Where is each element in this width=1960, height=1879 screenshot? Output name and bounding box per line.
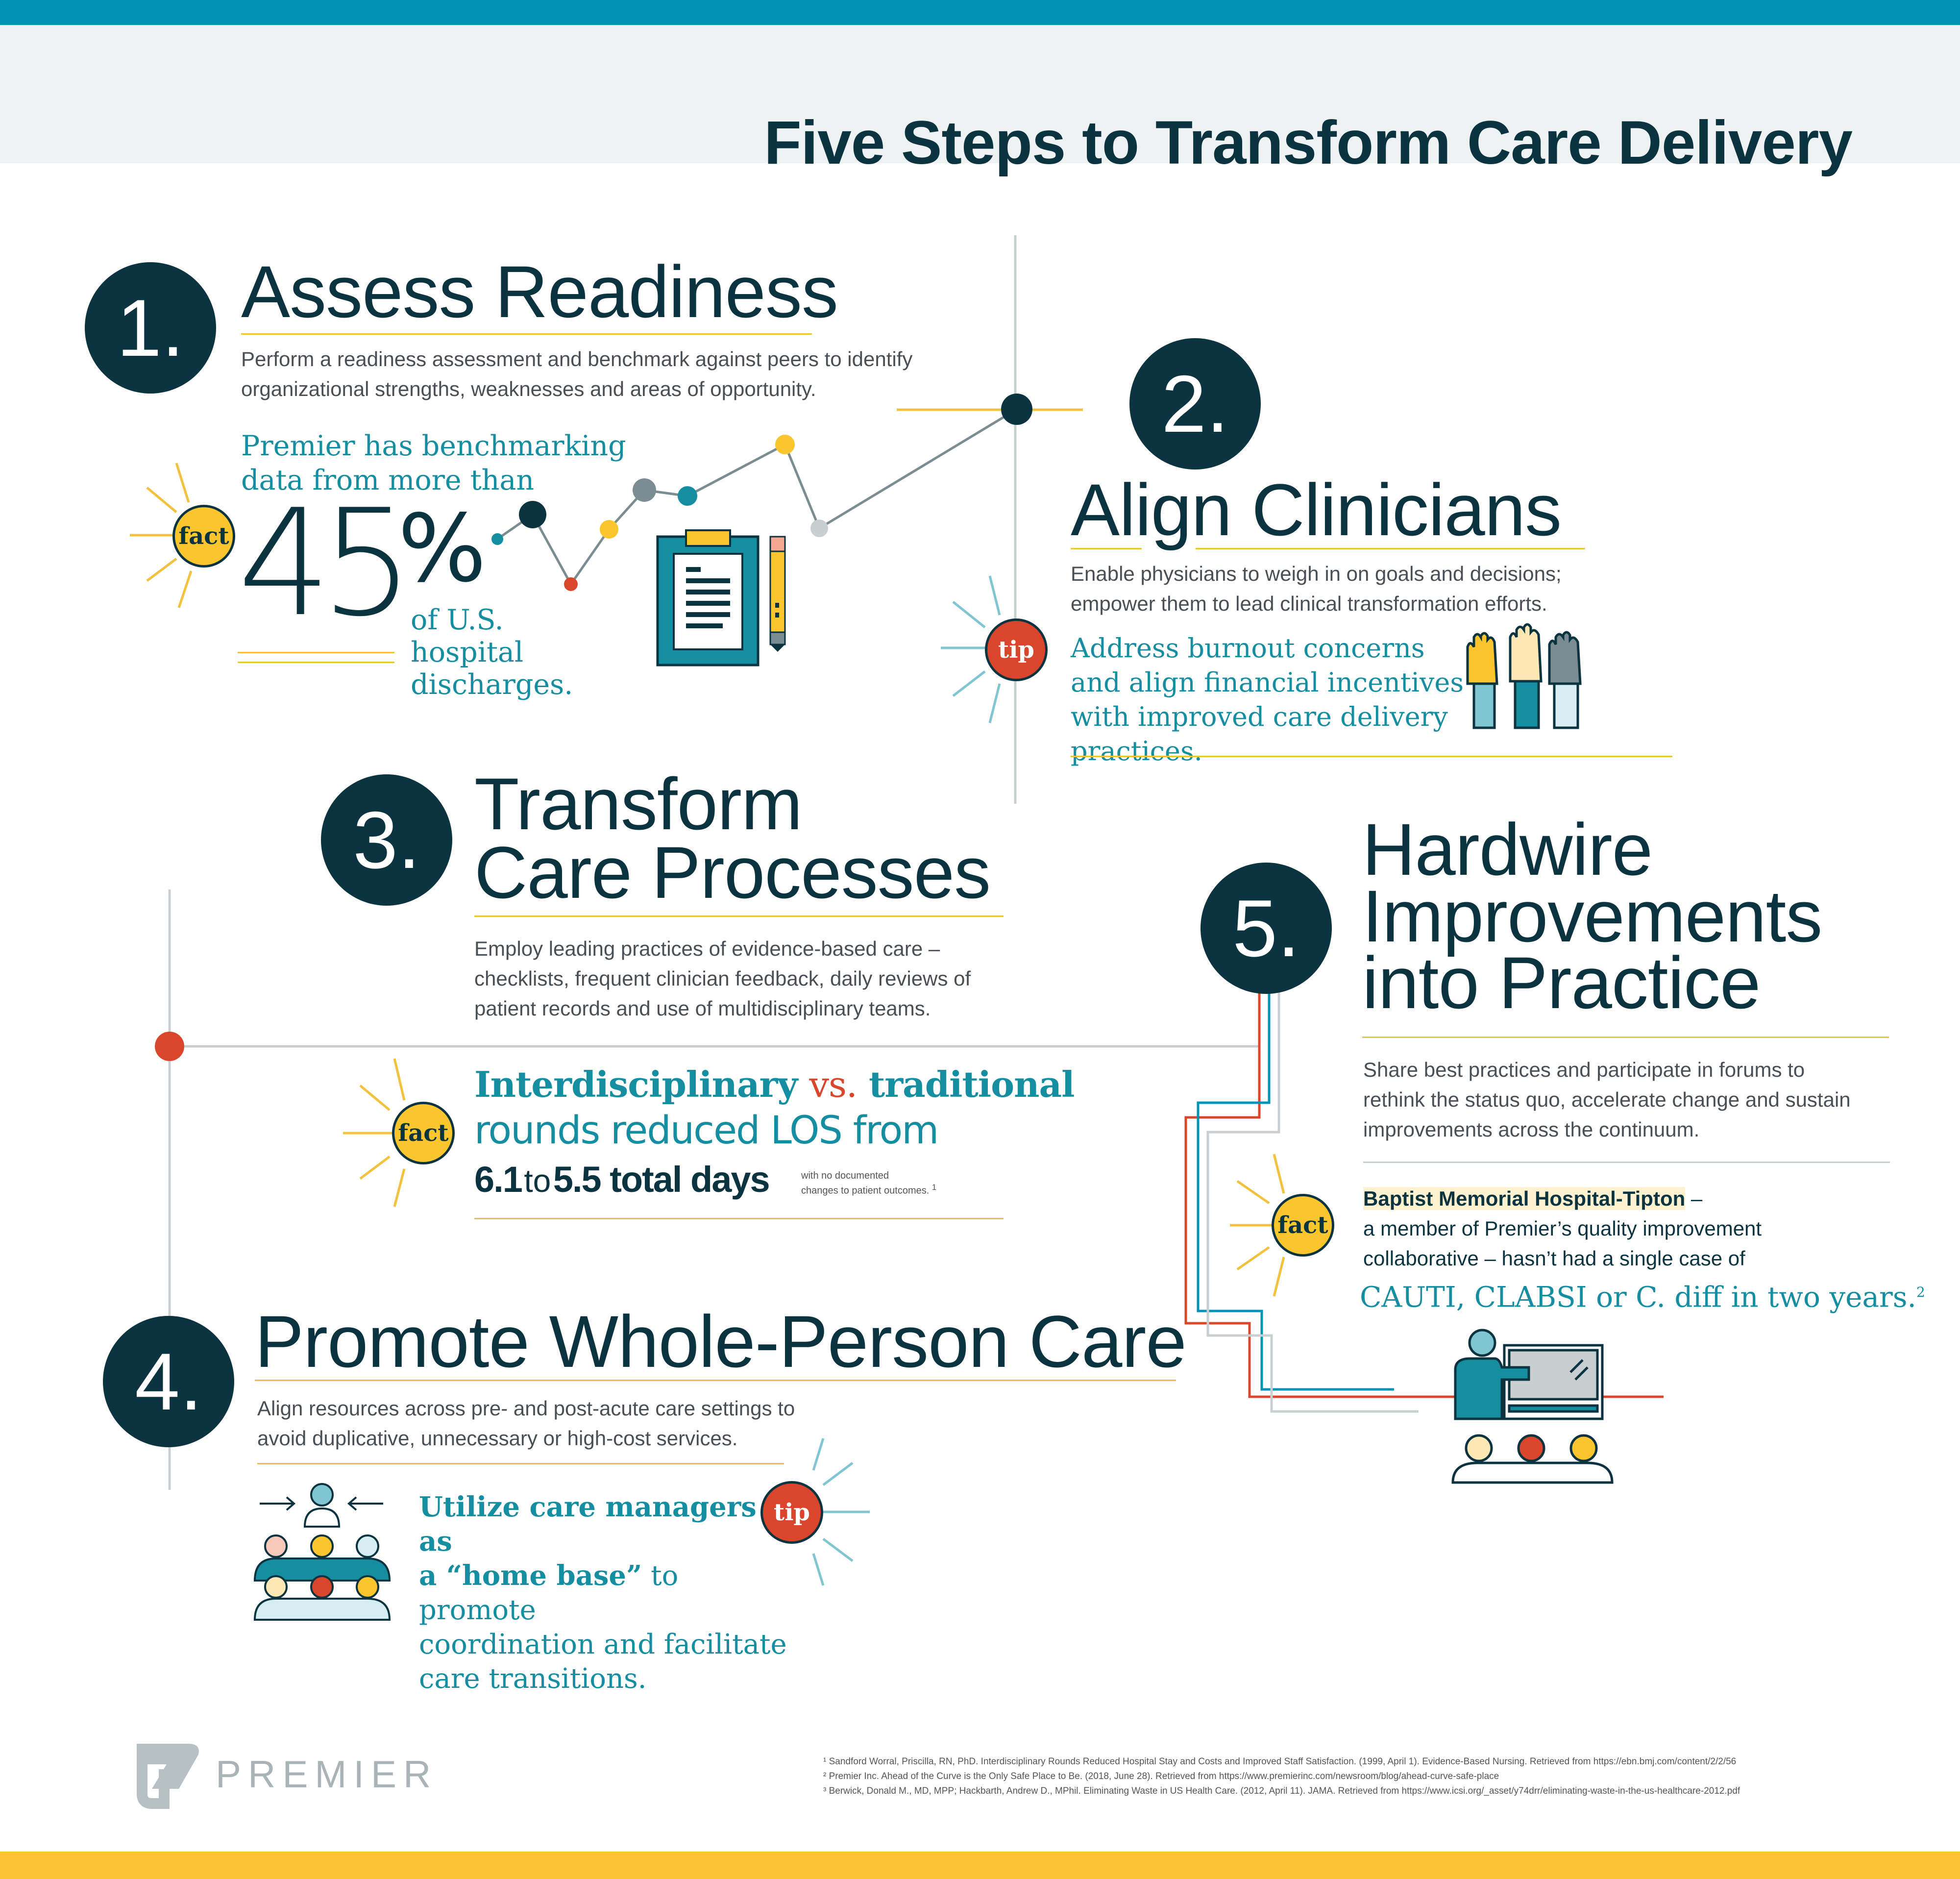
step-2-number: 2.: [1129, 338, 1261, 470]
step-5-rule: [1362, 1037, 1889, 1038]
step-3-number: 3.: [321, 774, 452, 906]
step-1-fact-intro: Premier has benchmarking data from more …: [241, 430, 626, 496]
header-band: [0, 25, 1960, 163]
step-1-fact-number: 45: [238, 490, 414, 637]
page-title: Five Steps to Transform Care Delivery: [764, 109, 1853, 177]
step-2-heading: Align Clinicians: [1071, 469, 1562, 551]
step-5-divider: [1363, 1162, 1890, 1163]
tip-line-b-rest: to promote: [419, 1560, 679, 1626]
step-1-heading: Assess Readiness: [241, 250, 838, 333]
step-1-fact-badge: fact: [172, 505, 235, 568]
step-5-fact-line4: CAUTI, CLABSI or C. diff in two years.2: [1360, 1273, 1925, 1316]
step-5-heading-line1: Hardwire: [1362, 808, 1653, 890]
fact-org: Baptist Memorial Hospital-Tipton: [1363, 1187, 1686, 1210]
fact-from-value: 6.1: [474, 1159, 523, 1200]
fact-vs: vs.: [809, 1064, 858, 1105]
step-3-heading-line1: Transform: [474, 763, 803, 845]
step-1-fact-unit: %: [398, 494, 487, 603]
step-1-rule: [241, 333, 812, 335]
step-4-tip-badge: tip: [760, 1481, 823, 1544]
tip-line-b-bold: a “home base”: [419, 1559, 642, 1592]
fact-traditional: traditional: [868, 1063, 1075, 1105]
step-5-heading-line2: Improvements: [1362, 875, 1822, 957]
step-5-fact-badge: fact: [1272, 1194, 1334, 1257]
step-5-number: 5.: [1200, 863, 1332, 994]
fact-line4-sup: 2: [1916, 1284, 1925, 1300]
fact-number-value: 45: [238, 478, 414, 649]
timeline-dot: [155, 1032, 184, 1061]
tip-line-a: Utilize care managers as: [419, 1491, 757, 1558]
step-3-fact-badge: fact: [392, 1102, 455, 1164]
step-2-tip: Address burnout concerns and align finan…: [1071, 633, 1464, 766]
step-3-rule: [474, 915, 1004, 917]
fact-note-line2: changes to patient outcomes.: [801, 1185, 930, 1196]
reference-1: ¹ Sandford Worral, Priscilla, RN, PhD. I…: [823, 1756, 1737, 1767]
step-1-body: Perform a readiness assessment and bench…: [241, 347, 913, 400]
step-5-body: Share best practices and participate in …: [1363, 1058, 1851, 1141]
top-accent-bar: [0, 0, 1960, 25]
step-2-rule-bottom: [1071, 756, 1672, 757]
step-3-fact-line3: 6.1 to 5.5 total days: [474, 1158, 770, 1212]
references: ¹ Sandford Worral, Priscilla, RN, PhD. I…: [823, 1755, 1891, 1799]
step-2-rule-a: [1071, 548, 1142, 549]
tip-line-c: coordination and facilitate: [419, 1629, 787, 1660]
step-4-number: 4.: [103, 1316, 234, 1447]
step-4-rule: [255, 1380, 1176, 1381]
step-3-rule-bottom: [474, 1218, 1004, 1219]
step-4-tip: Utilize care managers as a “home base” t…: [419, 1490, 791, 1696]
step-3-heading-line2: Care Processes: [474, 831, 991, 914]
step-1-fact-outro: of U.S. hospital discharges.: [411, 604, 573, 701]
step-2-body: Enable physicians to weigh in on goals a…: [1071, 562, 1562, 615]
fact-interdisciplinary: Interdisciplinary: [474, 1063, 798, 1105]
step-3-fact-line1: Interdisciplinary vs. traditional: [474, 1063, 1075, 1107]
fact-line2: a member of Premier’s quality improvemen…: [1363, 1217, 1762, 1240]
step-2-tip-badge: tip: [985, 618, 1048, 681]
step-3-fact-line2: rounds reduced LOS from: [474, 1109, 939, 1153]
fact-rule-a: [238, 652, 394, 653]
fact-note-sup: 1: [931, 1183, 937, 1192]
step-5-fact: Baptist Memorial Hospital-Tipton – a mem…: [1363, 1184, 1902, 1273]
step-4-body: Align resources across pre- and post-acu…: [257, 1397, 795, 1450]
premier-logo-text: PREMIER: [216, 1753, 438, 1796]
fact-dash: –: [1685, 1187, 1703, 1210]
fact-line3: collaborative – hasn’t had a single case…: [1363, 1247, 1745, 1270]
fact-rule-b: [238, 662, 394, 663]
step-3-body: Employ leading practices of evidence-bas…: [474, 937, 971, 1020]
reference-2: ² Premier Inc. Ahead of the Curve is the…: [823, 1771, 1499, 1781]
reference-3: ³ Berwick, Donald M., MD, MPP; Hackbarth…: [823, 1786, 1740, 1796]
step-5-heading: Hardwire Improvements into Practice: [1362, 808, 1822, 1024]
step-3-heading: Transform Care Processes: [474, 763, 991, 914]
step-4-heading: Promote Whole-Person Care: [255, 1300, 1187, 1383]
fact-note-line1: with no documented: [801, 1170, 889, 1181]
step-1-number: 1.: [85, 262, 216, 394]
step-4-rule-bottom: [257, 1463, 784, 1464]
tip-line-d: care transitions.: [419, 1663, 647, 1695]
fact-to-value: 5.5 total days: [553, 1159, 770, 1200]
step-2-rule-b: [1196, 548, 1585, 549]
fact-line4: CAUTI, CLABSI or C. diff in two years.: [1360, 1280, 1916, 1314]
step-3-fact-note: with no documented changes to patient ou…: [801, 1170, 936, 1197]
step-5-heading-line3: into Practice: [1362, 941, 1761, 1024]
bottom-accent-bar: [0, 1852, 1960, 1879]
fact-to-word: to: [524, 1162, 551, 1199]
